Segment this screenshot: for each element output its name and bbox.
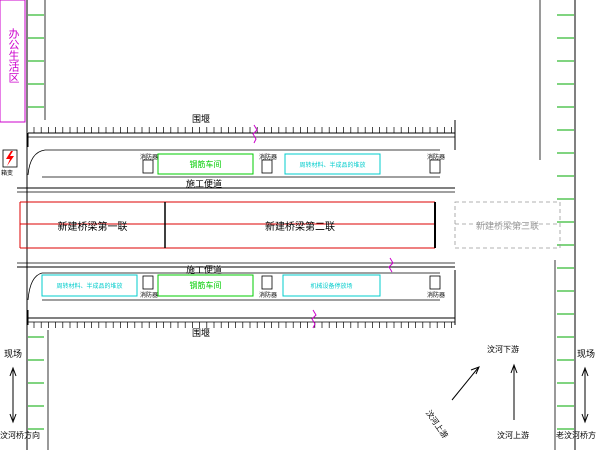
top-storage-box <box>284 153 381 175</box>
fire-box-label-2: 消防器 <box>259 154 278 161</box>
upstream-arrow-icon <box>510 363 518 420</box>
fire-box-3 <box>429 159 441 174</box>
fire-box-label-3: 消防器 <box>427 154 446 161</box>
upstream-label: 汶河上游 <box>497 431 529 440</box>
fire-box-label-1: 消防器 <box>140 154 159 161</box>
top-fence-label: 围堰 <box>192 115 211 125</box>
top-storage-label: 周转材料、半成品的堆放 <box>299 161 366 169</box>
bridge-span2-label: 新建桥梁第二联 <box>265 221 335 233</box>
office-area-box <box>0 0 26 123</box>
bottom-storage-label: 周转材料、半成品的堆放 <box>56 283 123 290</box>
downstream-label: 汶河下游 <box>487 345 519 354</box>
bottom-rebar-shed-label: 钢筋车间 <box>189 281 222 290</box>
fire-box-1 <box>142 159 154 174</box>
fire-box-5 <box>261 275 273 290</box>
bottom-rebar-shed-box <box>157 274 254 297</box>
right-green-ticks <box>557 14 574 430</box>
transformer-label: 箱变 <box>1 170 14 177</box>
fire-box-2 <box>261 159 273 174</box>
right-direction-label: 老汶河桥方 <box>556 431 596 440</box>
right-arrow-icon <box>581 366 589 424</box>
fire-box-6 <box>429 275 441 290</box>
bottom-storage-box <box>41 274 138 297</box>
top-fence-ticks <box>33 127 452 133</box>
bottom-equipment-box <box>282 274 381 297</box>
top-rebar-shed-box <box>157 153 254 175</box>
bottom-fence-ticks <box>33 322 452 328</box>
span3-dashed-box <box>454 201 561 249</box>
fire-box-4 <box>142 275 154 290</box>
bridge-span3-label: 新建桥梁第三联 <box>475 221 539 232</box>
top-access-road-label: 施工便道 <box>186 180 223 190</box>
bottom-fence-label: 围堰 <box>192 329 211 339</box>
transformer-icon <box>2 149 18 168</box>
office-area-label: 办公生活区 <box>7 28 20 83</box>
fire-box-label-4: 消防器 <box>140 292 159 299</box>
right-site-label: 现场 <box>577 350 596 360</box>
bottom-equipment-label: 机械设备停放场 <box>310 283 353 290</box>
left-direction-label: 汶河桥方向 <box>0 431 40 440</box>
bridge-span1-label: 新建桥梁第一联 <box>57 221 128 233</box>
diagonal-arrow-icon <box>451 366 480 401</box>
left-site-label: 现场 <box>4 350 23 360</box>
fire-box-label-6: 消防器 <box>427 292 446 299</box>
bottom-access-road-label: 施工便道 <box>186 266 223 276</box>
top-rebar-shed-label: 钢筋车间 <box>189 159 222 169</box>
fire-box-label-5: 消防器 <box>259 292 278 299</box>
left-green-ticks <box>28 14 44 430</box>
left-arrow-icon <box>9 366 17 424</box>
